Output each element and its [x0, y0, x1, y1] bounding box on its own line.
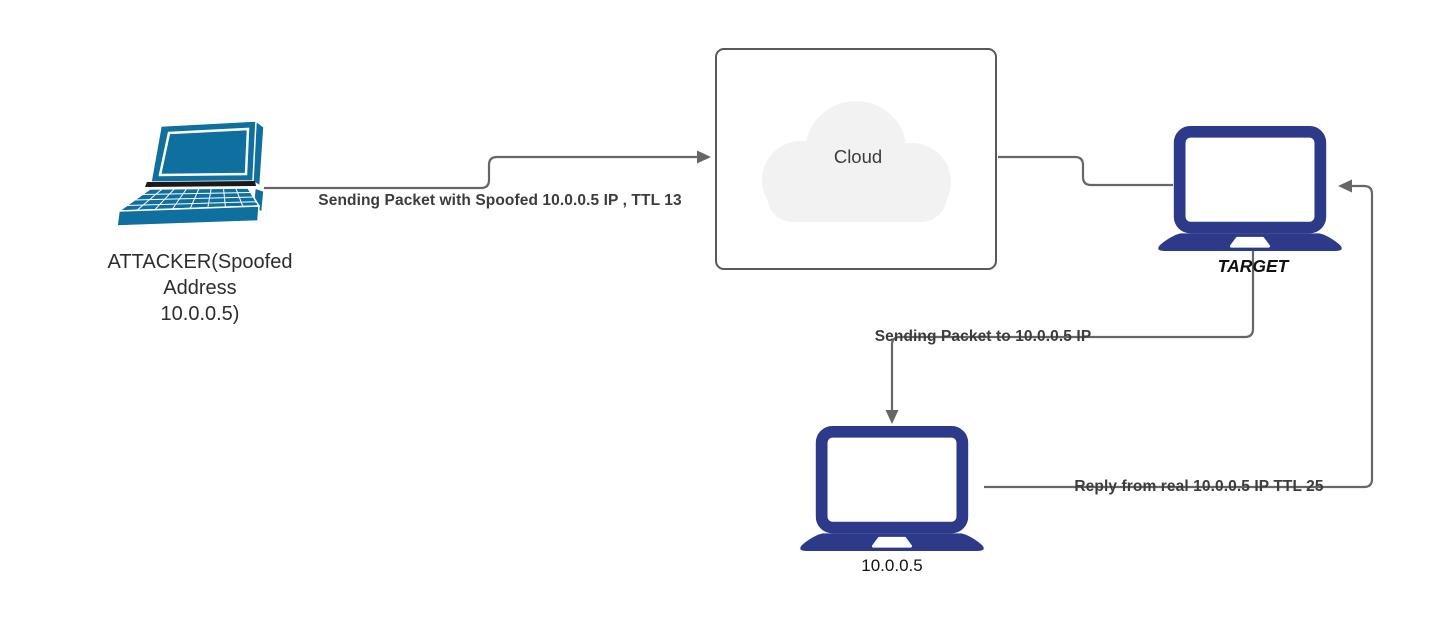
edge-label-packet-to-real: Sending Packet to 10.0.0.5 IP	[874, 328, 1092, 345]
attacker-label-line-3: 10.0.0.5)	[160, 303, 240, 325]
edge-cloud-to-target	[998, 155, 1173, 187]
edge-attacker-to-cloud	[264, 155, 698, 190]
attacker-laptop-icon	[116, 119, 265, 227]
arrowhead-target-to-real	[885, 410, 899, 424]
target-laptop-icon	[1158, 125, 1342, 251]
attacker-label-line-2: Address	[163, 277, 237, 299]
real-host-laptop-icon	[800, 425, 984, 551]
edge-label-reply: Reply from real 10.0.0.5 IP TTL 25	[1074, 478, 1324, 495]
cloud-container: Cloud	[715, 48, 997, 270]
real-host-label: 10.0.0.5	[861, 556, 923, 575]
cloud-label: Cloud	[833, 146, 883, 167]
attacker-label-line-1: ATTACKER(Spoofed	[107, 251, 293, 273]
arrowhead-attacker-to-cloud	[697, 150, 711, 164]
edge-label-spoofed-packet: Sending Packet with Spoofed 10.0.0.5 IP …	[318, 192, 682, 209]
cloud-icon	[762, 101, 951, 222]
target-label: TARGET	[1217, 256, 1289, 276]
attacker-label: ATTACKER(Spoofed Address 10.0.0.5)	[108, 249, 293, 327]
